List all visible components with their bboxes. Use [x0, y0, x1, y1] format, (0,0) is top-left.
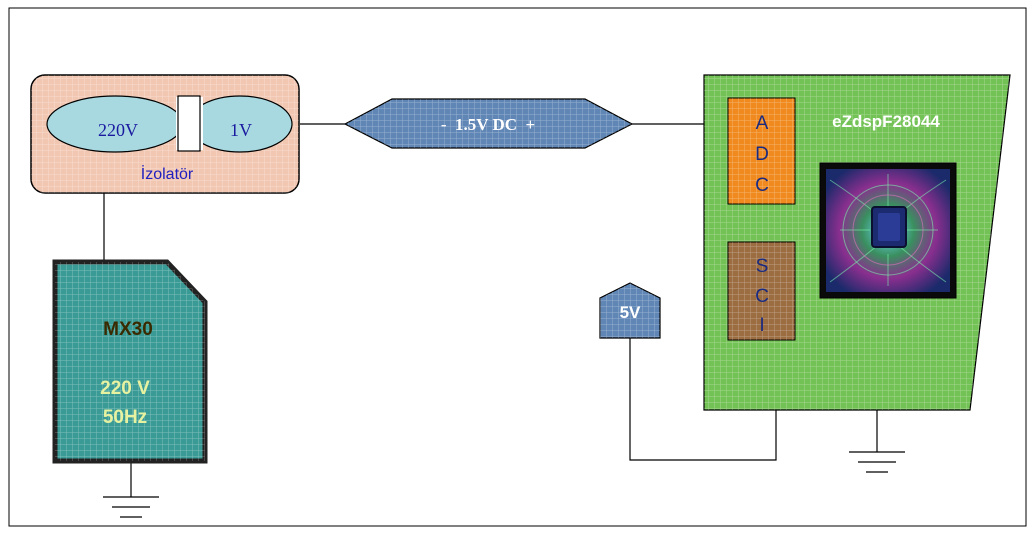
isolator-block: 220V 1V İzolatör: [30, 74, 300, 194]
adc-letter-c: C: [755, 175, 769, 196]
source-voltage: 220 V: [100, 378, 150, 399]
source-frequency: 50Hz: [103, 407, 147, 428]
sci-letter-i: I: [759, 315, 764, 336]
isolator-title: İzolatör: [141, 164, 194, 183]
source-name: MX30: [103, 319, 153, 340]
power-label: 5V: [620, 303, 641, 322]
board-name: eZdspF28044: [832, 112, 940, 131]
adc-letter-a: A: [756, 113, 769, 134]
isolator-input-label: 220V: [98, 120, 138, 140]
ground-symbol-source: [103, 496, 159, 518]
isolator-output-label: 1V: [230, 120, 252, 140]
adc-letter-d: D: [755, 144, 769, 165]
board-block: eZdspF28044 A D C S C I: [703, 74, 1011, 411]
ground-symbol-board: [849, 451, 905, 473]
signal-block: - 1.5V DC +: [343, 98, 634, 149]
isolator-barrier: [177, 95, 201, 152]
power-block: 5V: [599, 282, 661, 339]
source-block: MX30 220 V 50Hz: [52, 259, 208, 464]
signal-label: - 1.5V DC +: [441, 115, 535, 134]
sci-letter-s: S: [756, 256, 769, 277]
wire-power-to-board: [629, 338, 777, 461]
microcontroller-chip-image: [819, 162, 957, 299]
sci-letter-c: C: [755, 286, 769, 307]
